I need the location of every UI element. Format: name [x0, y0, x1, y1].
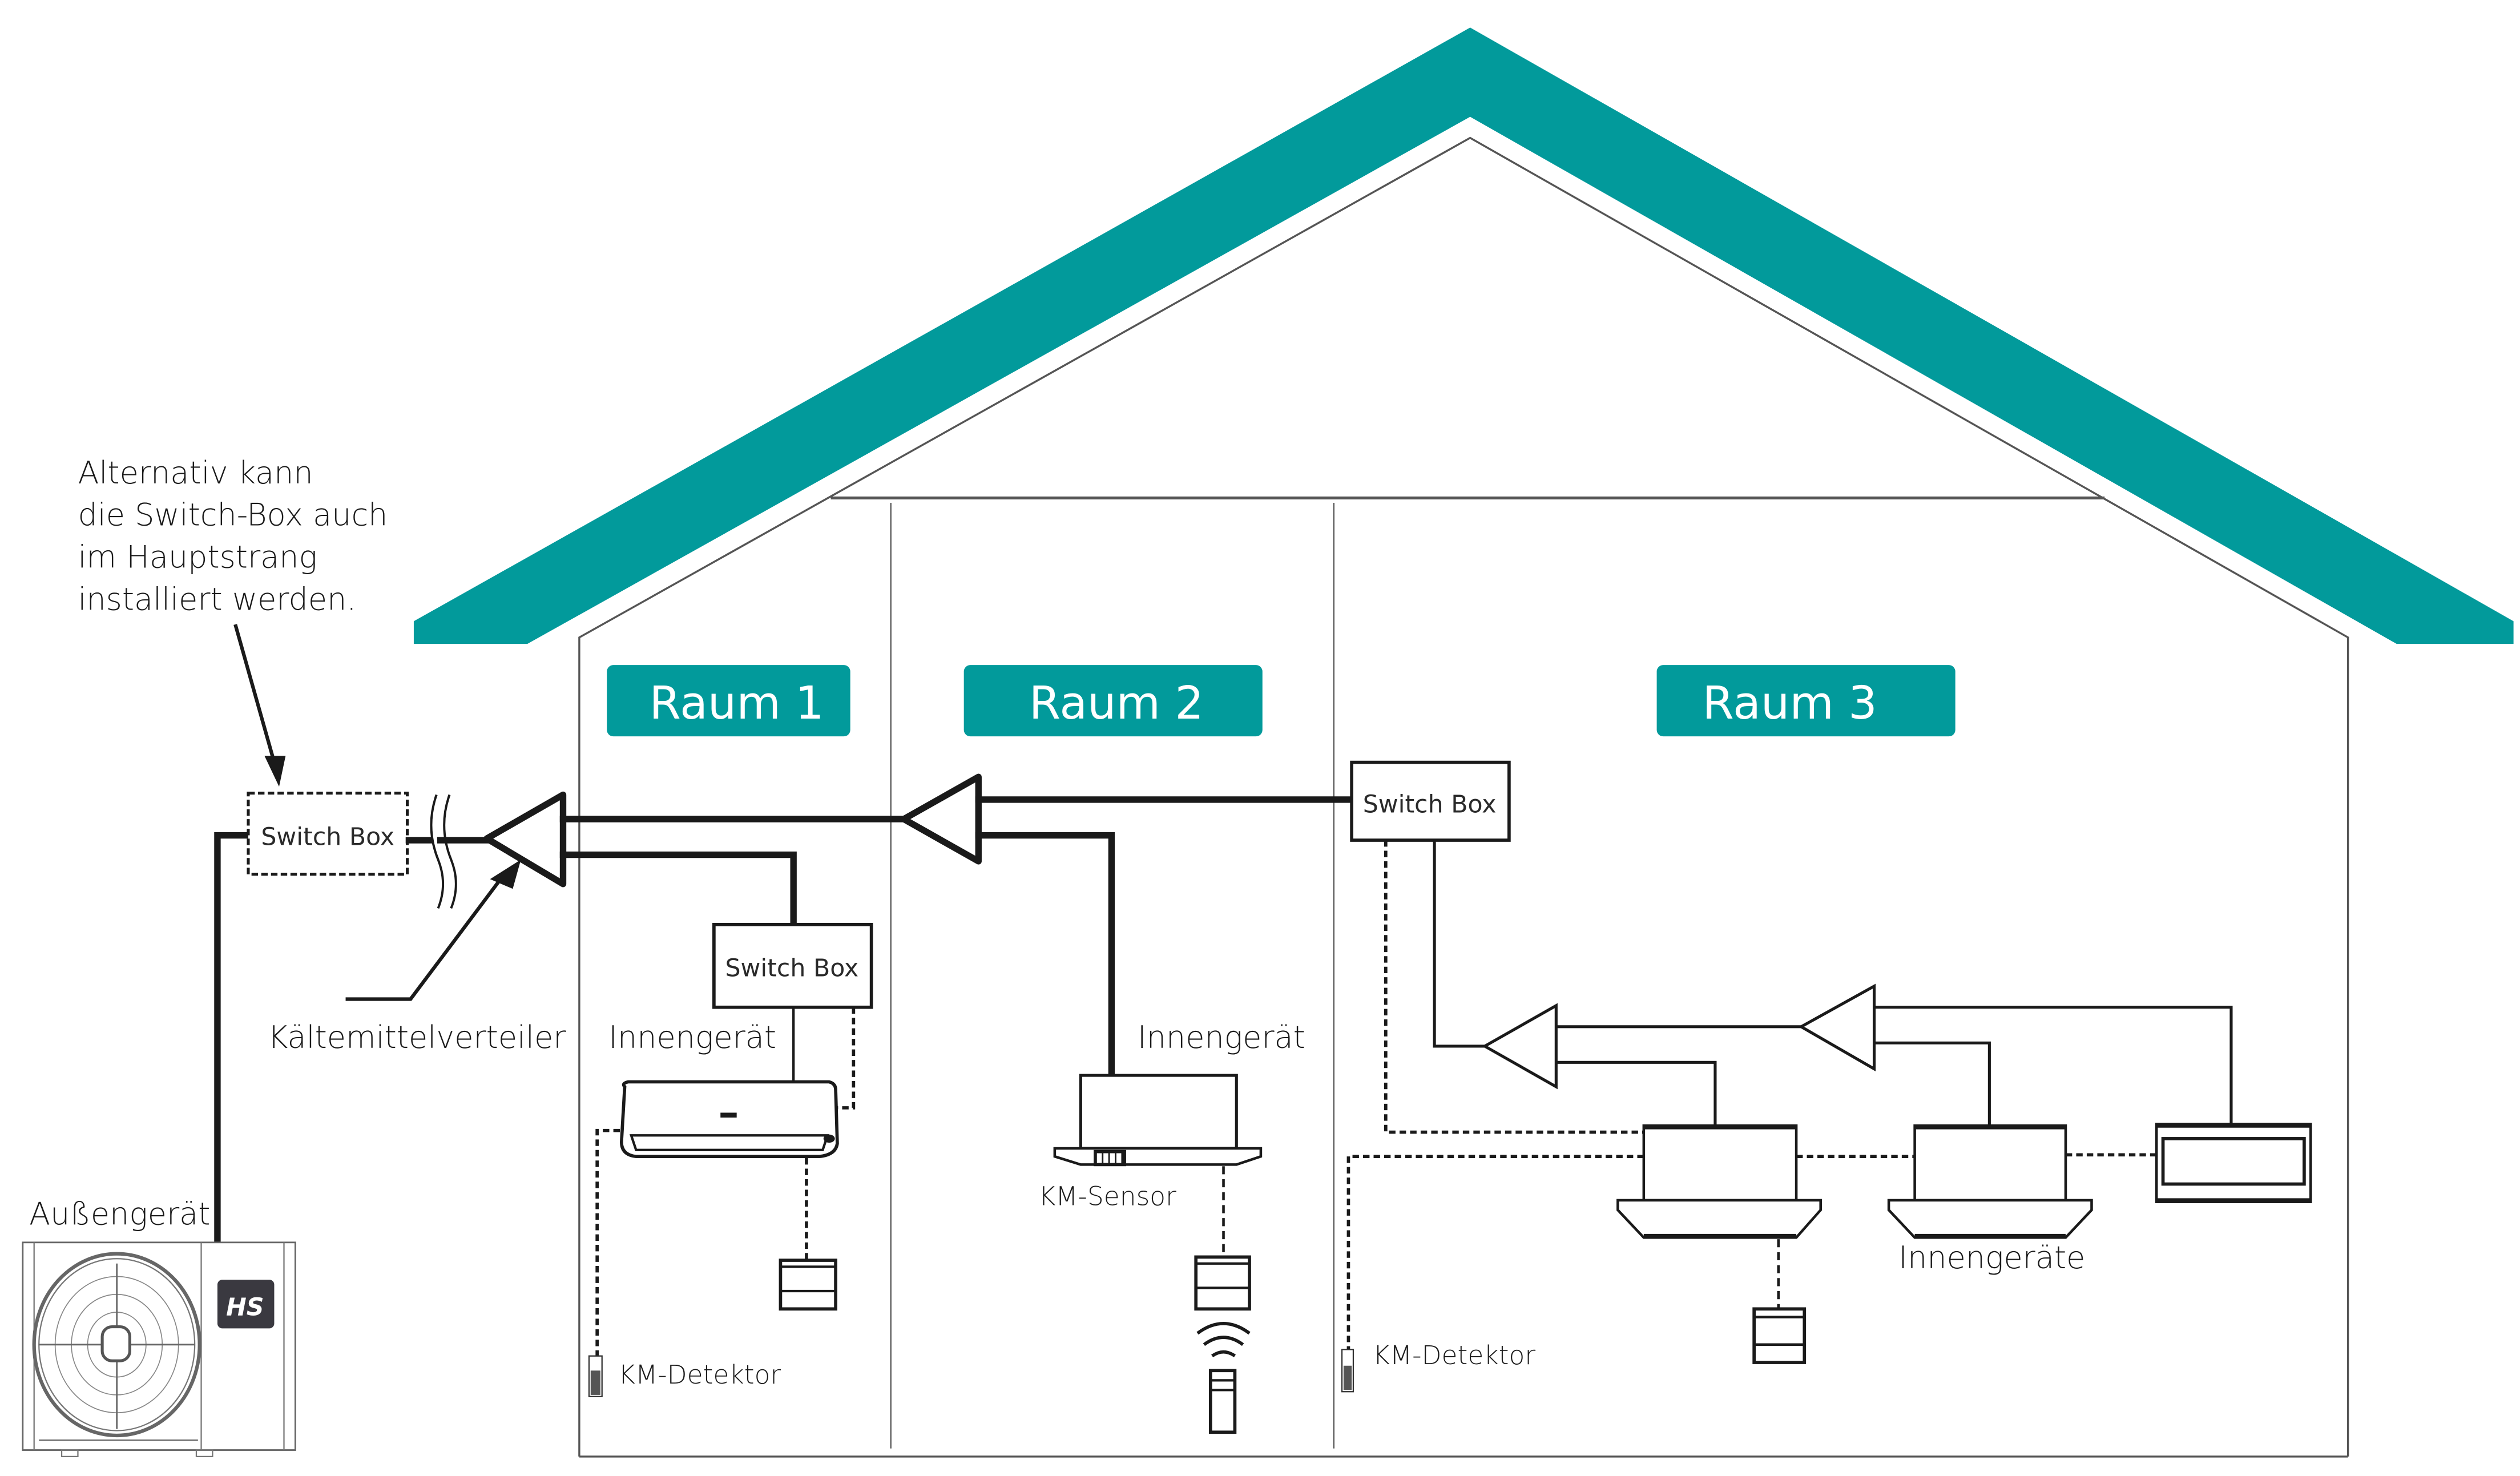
distributor-label: Kältemittelverteiler — [268, 1019, 566, 1055]
annotation-arrow — [233, 624, 286, 787]
fan-grille-icon — [32, 1252, 201, 1438]
detector-label-room3: KM-Detektor — [1373, 1340, 1535, 1370]
wall-controller-room2 — [1194, 1255, 1251, 1311]
wall-mounted-indoor-unit — [619, 1080, 839, 1159]
sensor-label-room2: KM-Sensor — [1038, 1181, 1176, 1211]
svg-text:im Hauptstrang: im Hauptstrang — [78, 539, 317, 575]
annotation-text: Alternativ kann die Switch-Box auch im H… — [78, 455, 388, 618]
room3-branch-2 — [1874, 1041, 1991, 1126]
svg-text:Alternativ kann: Alternativ kann — [78, 455, 313, 491]
room-label-2: Raum 2 — [963, 665, 1263, 737]
brand-emblem-icon — [720, 1112, 737, 1118]
svg-text:installiert werden.: installiert werden. — [78, 582, 356, 618]
svg-text:Switch Box: Switch Box — [261, 823, 394, 852]
refrigerant-detector-room3 — [1341, 1349, 1354, 1393]
cassette-indoor-unit-room3-1 — [1616, 1124, 1822, 1239]
svg-text:HS: HS — [226, 1293, 264, 1322]
room3-main-pipe — [1433, 840, 1485, 1048]
brand-logo: HS — [217, 1280, 275, 1329]
indoor-unit-label-room2: Innengerät — [1138, 1019, 1305, 1055]
room1-signal-line — [837, 1007, 856, 1110]
refrigerant-distributor-3 — [1482, 1003, 1558, 1090]
outdoor-unit: HS — [22, 1241, 296, 1458]
svg-text:Raum 1: Raum 1 — [650, 676, 824, 729]
house-outline — [578, 136, 2349, 1458]
switch-box-room3: Switch Box — [1350, 760, 1511, 842]
refrigerant-distributor-4 — [1798, 983, 1876, 1072]
cassette-indoor-unit-room3-2 — [1887, 1124, 2093, 1239]
wall-controller-room1 — [779, 1259, 837, 1311]
room3-branch-1 — [1556, 1060, 1717, 1126]
switch-box-room1: Switch Box — [712, 922, 873, 1009]
room3-detector-line — [1346, 1155, 1644, 1350]
svg-text:Raum 3: Raum 3 — [1703, 676, 1877, 729]
refrigerant-distributor-1 — [483, 791, 567, 888]
remote-control — [1208, 1369, 1237, 1434]
main-pipe-outdoor — [214, 832, 255, 1244]
indoor-unit-label-room1: Innengerät — [608, 1019, 776, 1055]
indoor-units-label-room3: Innengeräte — [1898, 1240, 2085, 1276]
distributor-label-arrow — [345, 860, 521, 1001]
roof — [413, 27, 2514, 644]
wifi-icon — [1196, 1322, 1251, 1358]
outdoor-unit-label: Außengerät — [29, 1196, 210, 1232]
switch-box-optional: Switch Box — [247, 792, 409, 876]
room3-branch-3 — [1874, 1006, 2233, 1124]
branch-pipe-room1 — [559, 851, 797, 928]
detector-label-room1: KM-Detektor — [618, 1360, 781, 1390]
room3-switchbox-signal-line — [1384, 840, 1644, 1134]
refrigerant-detector-room1 — [588, 1355, 603, 1397]
svg-text:Switch Box: Switch Box — [725, 954, 858, 983]
room-label-3: Raum 3 — [1656, 665, 1955, 737]
room-label-1: Raum 1 — [607, 665, 850, 737]
ducted-indoor-unit-room3 — [2155, 1123, 2312, 1204]
cassette-indoor-unit-room2 — [1053, 1074, 1263, 1167]
room1-detector-line — [595, 1128, 620, 1356]
branch-pipe-room2 — [975, 832, 1115, 1079]
refrigerant-distributor-2 — [900, 773, 982, 865]
wall-controller-room3 — [1752, 1307, 1807, 1364]
svg-text:Switch Box: Switch Box — [1363, 791, 1497, 819]
svg-text:Raum 2: Raum 2 — [1029, 676, 1204, 729]
pipe-break-icon — [430, 794, 457, 909]
svg-text:die Switch-Box auch: die Switch-Box auch — [78, 497, 388, 533]
